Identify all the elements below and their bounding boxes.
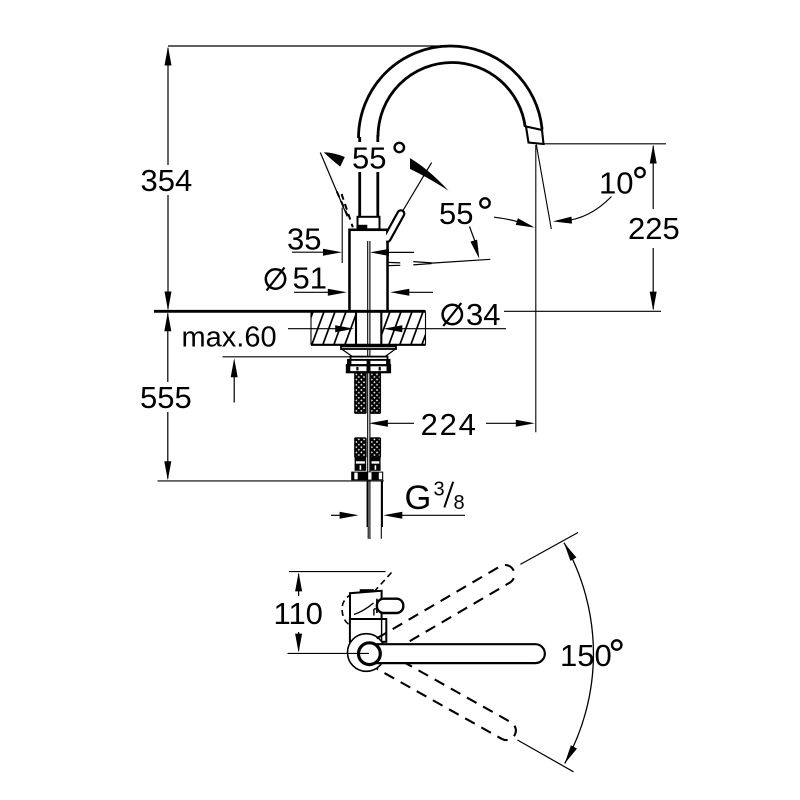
- svg-text:34: 34: [466, 297, 500, 332]
- svg-text:225: 225: [628, 211, 680, 246]
- svg-text:150: 150: [560, 638, 612, 673]
- svg-text:8: 8: [454, 492, 465, 514]
- svg-text:51: 51: [293, 261, 327, 296]
- svg-text:55: 55: [352, 141, 386, 176]
- svg-text:10: 10: [599, 166, 633, 201]
- svg-text:354: 354: [141, 163, 193, 198]
- svg-text:3: 3: [434, 479, 445, 501]
- svg-text:55: 55: [439, 196, 473, 231]
- svg-text:110: 110: [274, 596, 323, 631]
- svg-text:max.60: max.60: [182, 322, 277, 354]
- svg-text:G: G: [405, 479, 432, 517]
- svg-text:35: 35: [287, 222, 321, 257]
- svg-text:224: 224: [421, 407, 478, 442]
- svg-text:555: 555: [140, 380, 192, 415]
